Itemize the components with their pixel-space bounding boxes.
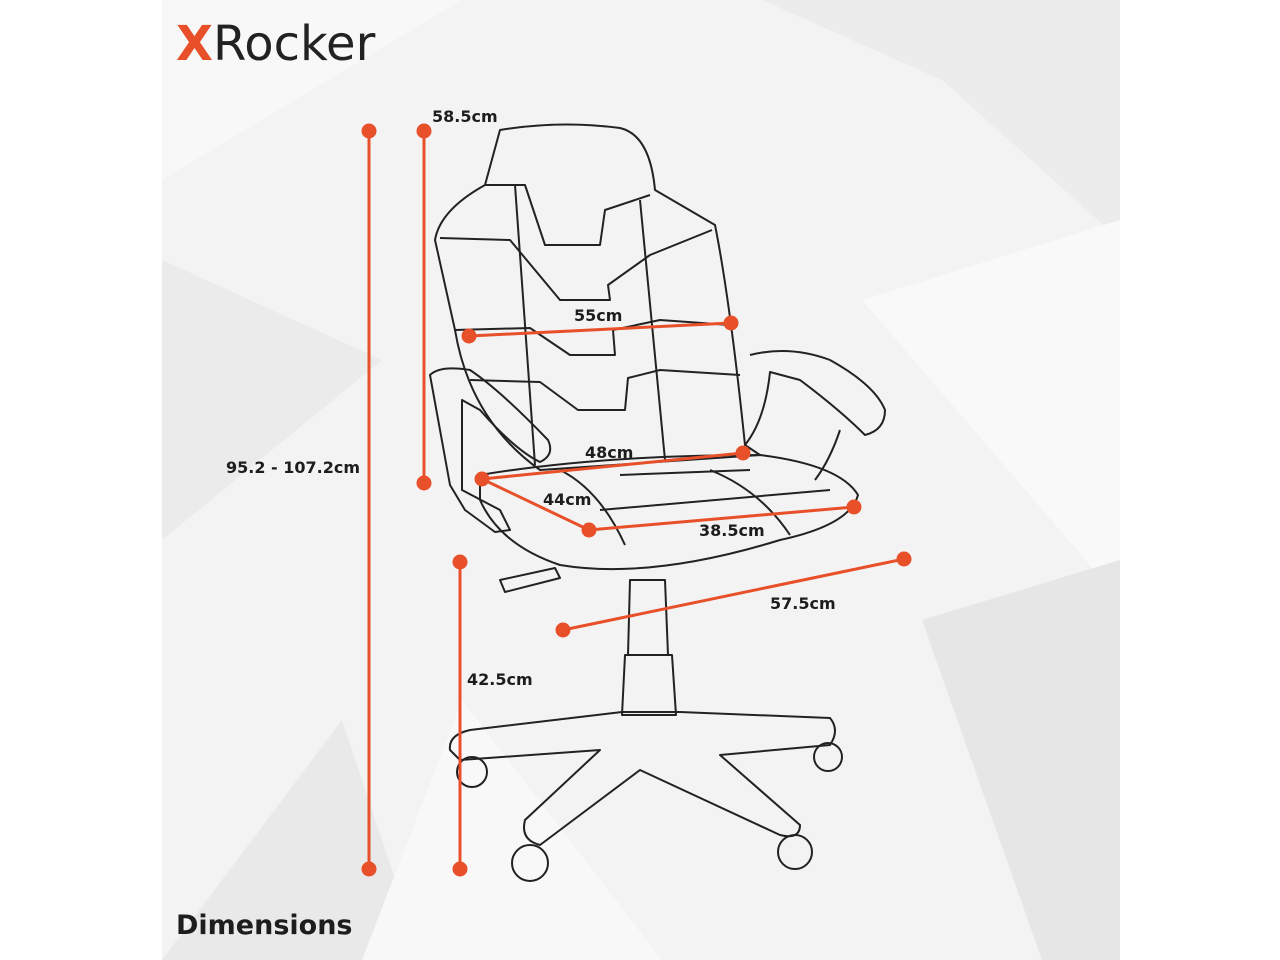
chair-left-armrest bbox=[429, 367, 552, 533]
dimension-line-back-width bbox=[461, 315, 739, 344]
caster bbox=[456, 756, 488, 788]
dimension-line-back-height bbox=[416, 123, 432, 491]
caster bbox=[813, 742, 843, 772]
chair-right-armrest bbox=[744, 350, 886, 481]
chair-seat bbox=[479, 454, 859, 571]
label-back-width: 55cm bbox=[574, 306, 623, 325]
caster bbox=[777, 834, 813, 870]
label-seat-front: 38.5cm bbox=[699, 521, 765, 540]
background-panel bbox=[162, 0, 1120, 960]
geometric-background bbox=[162, 0, 1120, 960]
label-seat-width: 48cm bbox=[585, 443, 634, 462]
dimension-line-seat-height bbox=[452, 554, 468, 877]
label-overall-height: 95.2 - 107.2cm bbox=[226, 458, 361, 477]
label-back-width-top: 58.5cm bbox=[432, 107, 498, 126]
label-seat-depth: 44cm bbox=[543, 490, 592, 509]
logo-wordmark: XRocker bbox=[176, 16, 376, 72]
xrocker-logo: XRocker bbox=[176, 20, 375, 68]
dimension-line-seat-width bbox=[474, 445, 751, 487]
chair-backrest bbox=[434, 123, 761, 471]
chair-base bbox=[448, 711, 836, 846]
page-title: Dimensions bbox=[176, 910, 353, 941]
dimension-line-seat-front bbox=[588, 499, 862, 532]
dimension-line-base-width bbox=[555, 551, 912, 638]
dimension-line-overall-height bbox=[361, 123, 377, 877]
label-base-width: 57.5cm bbox=[770, 594, 836, 613]
chair-gas-lift bbox=[621, 579, 677, 716]
caster bbox=[511, 844, 549, 882]
label-seat-height: 42.5cm bbox=[467, 670, 533, 689]
